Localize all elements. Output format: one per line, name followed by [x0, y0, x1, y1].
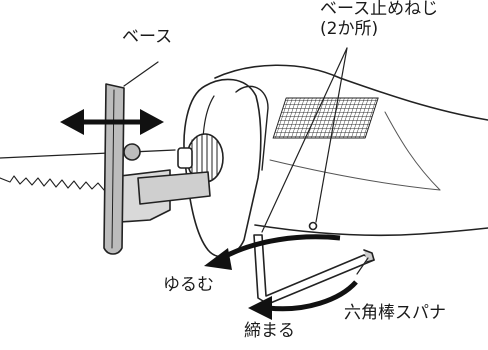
loosen-arrow-head: [204, 248, 232, 270]
tool-body-contour: [269, 159, 441, 191]
base-label: ベース: [122, 27, 173, 47]
base-screw-2: [308, 221, 318, 231]
base-screw-count-label: (2か所): [320, 19, 379, 39]
bracket-bolt: [123, 143, 141, 161]
loosen-label: ゆるむ: [163, 275, 214, 295]
leader-wrench: [356, 257, 369, 275]
tighten-arrow-head: [248, 296, 272, 320]
tool-body-outline: [214, 64, 488, 121]
hex-wrench-label: 六角棒スパナ: [344, 303, 446, 323]
hex-wrench-tip: [363, 249, 375, 263]
bracket-arm: [137, 171, 211, 205]
leader-base: [123, 61, 159, 87]
tighten-label: 締まる: [244, 321, 295, 341]
hex-wrench-shaft: [253, 234, 375, 305]
knob-shaft: [177, 147, 193, 169]
leader-screw-a: [261, 47, 348, 233]
front-cap: [235, 85, 269, 171]
base-screw-label: ベース止めねじ: [320, 0, 439, 19]
slide-arrow-right-head: [140, 109, 164, 135]
tool-body-lower-edge: [254, 224, 488, 237]
tool-body-contour-2: [384, 111, 441, 191]
leader-screw-b: [315, 47, 348, 223]
loosen-arrow-curve: [220, 234, 341, 261]
base-plate: [103, 83, 125, 255]
saw-blade-top: [0, 149, 176, 159]
tighten-arrow-curve: [267, 280, 358, 312]
slide-arrow-left-head: [60, 109, 84, 135]
base-plate-edge: [111, 89, 115, 249]
vent-grille: [272, 97, 379, 139]
